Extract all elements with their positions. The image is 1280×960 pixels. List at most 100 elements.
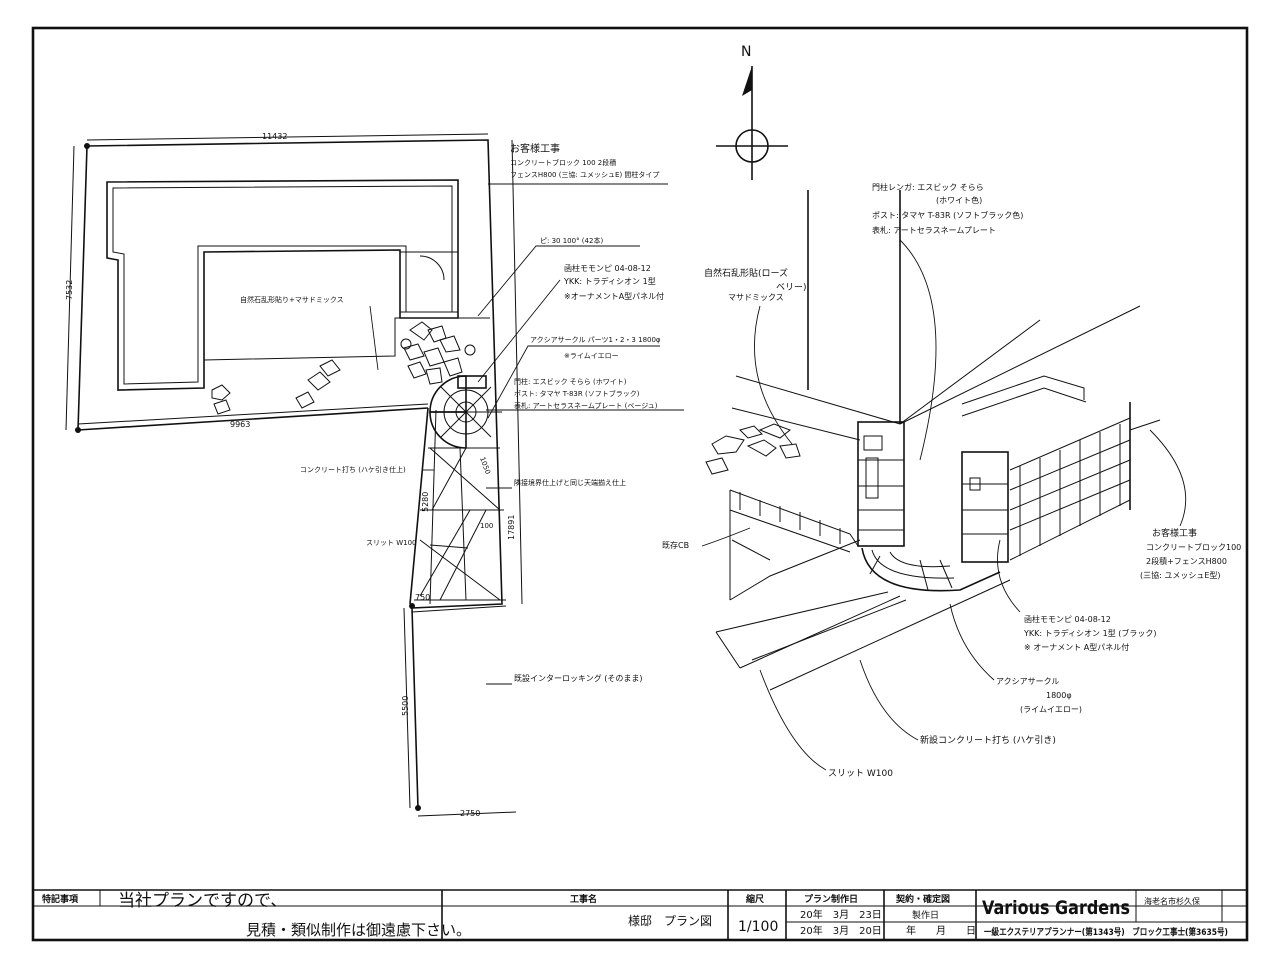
sheet-frame [31, 26, 1249, 942]
persp-label-owner-3: 2段積+フェンスH800 [1146, 556, 1227, 566]
plan-boundary-left [77, 145, 88, 431]
tb-contract-header: 契約・確定図 [895, 893, 950, 905]
corner-marker [409, 603, 415, 609]
plan-label-stone: 自然石乱形貼り+マサドミックス [240, 295, 344, 304]
tb-project-header: 工事名 [570, 893, 597, 905]
persp-label-mail-1: 函柱モモンピ 04-08-12 [1024, 614, 1111, 624]
plan-label-gate-1: 門柱: エスビック そらら (ホワイト) [514, 377, 627, 386]
leader-circle [487, 345, 660, 419]
plant-marker [464, 344, 476, 356]
tb-plan-date-header: プラン制作日 [804, 893, 858, 905]
corner-marker [415, 805, 421, 811]
persp-label-gate-1: 門柱レンガ: エスビック そらら [872, 182, 984, 192]
persp-label-owner-2: コンクリートブロック100 [1146, 542, 1241, 552]
plan-label-gate-3: 表札: アートセラスネームプレート (ベージュ) [514, 401, 658, 410]
dim-line-mid [429, 409, 437, 605]
plan-label-pitch: ピ: 30 100° (42本) [540, 236, 603, 245]
mesh-fence [1009, 402, 1161, 561]
tb-license: 一級エクステリアプランナー(第1343号) ブロック工事士(第3635号) [984, 926, 1228, 938]
persp-label-circle-1: アクシアサークル [996, 677, 1059, 686]
plan-boundary-bottom [77, 407, 429, 431]
persp-label-circle-3: (ライムイエロー) [1020, 705, 1082, 714]
wall-top-right [899, 319, 1041, 425]
persp-label-circle-2: 1800φ [1046, 691, 1072, 700]
persp-label-owner-4: (三協: ユメッシュE型) [1140, 570, 1221, 580]
leader-persp-owner [1149, 429, 1187, 527]
leader-persp-cb [701, 527, 751, 547]
door-swing [419, 255, 445, 281]
gate-post-right [961, 451, 1009, 563]
persp-label-post: ポスト: タマヤ T-83R (ソフトブラック色) [872, 210, 1023, 220]
circle-paving-perspective [861, 547, 1001, 592]
company-logo: Various Gardens [982, 897, 1130, 919]
tb-project-name: 様邸 プラン図 [628, 914, 712, 928]
persp-label-cb: 既存CB [662, 540, 689, 550]
plant-marker [400, 338, 412, 350]
persp-label-mail-3: ※ オーナメント A型パネル付 [1024, 642, 1129, 652]
plan-label-existing: 既設インターロッキング (そのまま) [514, 673, 643, 683]
dim-line-lower [403, 607, 411, 809]
dim-lower: 5500 [401, 696, 410, 716]
persp-label-stone-2: マサドミックス [728, 293, 784, 302]
cb-wall-blocks [729, 492, 851, 561]
house-outline-inner [112, 185, 453, 385]
leader-persp-concrete [859, 659, 919, 741]
plan-label-same-finish: 隣接境界仕上げと同じ天端揃え仕上 [514, 478, 626, 487]
dim-left: 7532 [65, 280, 74, 300]
leader-persp-stone [754, 305, 793, 445]
tb-note-line2: 見積・類似制作は御遠慮下さい。 [246, 921, 471, 939]
plan-label-slit: スリット W100 [366, 539, 417, 547]
plan-label-circle-1: アクシアサークル パーツ1・2・3 1800φ [530, 336, 661, 344]
north-label: N [741, 44, 751, 60]
approach-concrete [414, 447, 506, 601]
plan-label-gate-2: ポスト: タマヤ T-83R (ソフトブラック) [514, 389, 640, 398]
garden-strip [203, 317, 490, 361]
plan-label-concrete: コンクリート打ち (ハケ引き仕上) [300, 465, 406, 474]
dim-mid-left: 5280 [421, 492, 430, 512]
north-arrow: N [716, 44, 788, 180]
corner-marker [84, 143, 90, 149]
cb-wall-front [729, 539, 861, 601]
persp-label-concrete: 新設コンクリート打ち (ハケ引き) [920, 734, 1056, 746]
dim-small-a: 100 [480, 522, 493, 530]
plan-label-fence: フェンスH800 (三協: ユメッシュE) 間柱タイプ [510, 170, 659, 179]
tb-scale-header: 縮尺 [746, 893, 764, 905]
stepping-stones [211, 321, 463, 415]
dim-line-step [411, 605, 507, 613]
leader-persp-gate [899, 239, 937, 461]
porch-step-2 [961, 387, 1087, 417]
dim-small-b: 1050 [478, 456, 492, 475]
approach-perspective [715, 579, 1011, 691]
leader-slit [429, 544, 469, 549]
plan-view: 11432 7532 9963 17891 5280 750 5500 2750… [65, 132, 684, 818]
dim-line-bottom [77, 403, 429, 425]
tb-address: 海老名市杉久保 [1144, 896, 1200, 906]
porch-step-1 [961, 375, 1085, 405]
tb-scale-value: 1/100 [738, 919, 778, 935]
persp-label-owner-1: お客様工事 [1152, 527, 1197, 539]
dim-base: 2750 [460, 809, 480, 818]
dim-line-right [511, 139, 523, 605]
leader-persp-mail [997, 539, 1021, 613]
wall-base-left [735, 375, 901, 425]
tb-plan-date-1: 20年 3月 23日 [800, 908, 882, 921]
plan-boundary-inner [409, 407, 429, 605]
plan-label-circle-2: ※ライムイエロー [564, 352, 619, 360]
dim-line-left [65, 145, 75, 431]
dim-top: 11432 [262, 132, 287, 141]
tb-made-date: 製作日 [912, 909, 939, 921]
plan-label-mailbox-3: ※オーナメントA型パネル付 [564, 291, 664, 301]
tb-note-line1: 当社プランですので、 [118, 891, 287, 911]
leader-pitch [477, 245, 640, 317]
persp-label-stone-1b: ベリー) [776, 283, 807, 293]
ground-line [731, 407, 861, 441]
persp-label-stone-1: 自然石乱形貼(ローズ [704, 267, 788, 279]
dim-bottom: 9963 [230, 420, 250, 429]
perspective-view: 門柱レンガ: エスビック そらら (ホワイト色) ポスト: タマヤ T-83R … [662, 182, 1241, 779]
plan-label-block: コンクリートブロック 100 2段積 [510, 158, 616, 167]
dim-line-base [417, 811, 517, 817]
persp-label-mail-2: YKK: トラディシオン 1型 (ブラック) [1023, 628, 1156, 638]
corner-marker [75, 427, 81, 433]
